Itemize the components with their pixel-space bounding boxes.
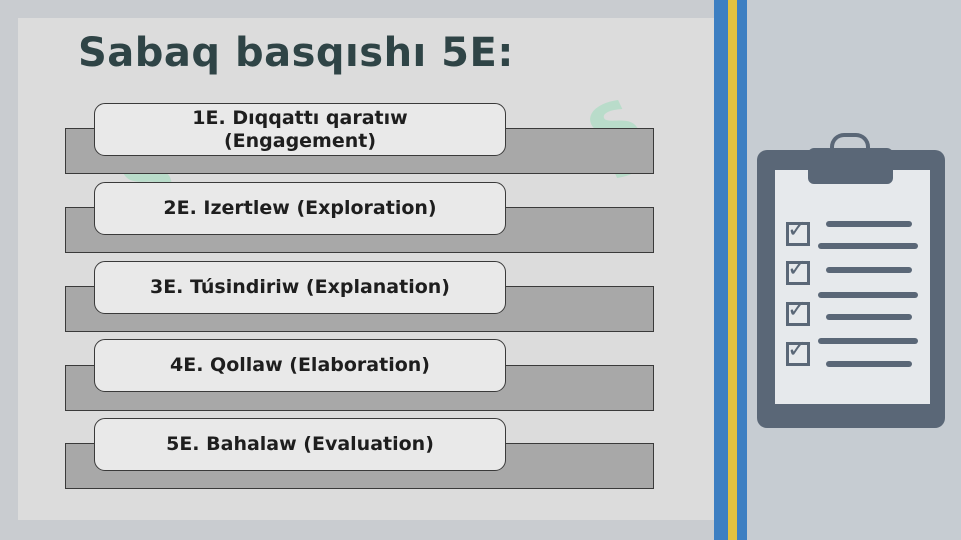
checkmark-icon: ✓	[787, 335, 808, 363]
divider-stripe	[728, 0, 737, 540]
divider-stripe	[714, 0, 728, 540]
checklist-line	[818, 243, 918, 249]
checkbox-icon: ✓	[786, 335, 810, 366]
step-label: 1E. Dıqqattı qaratıw (Engagement)	[192, 106, 408, 152]
checkmark-icon: ✓	[787, 254, 808, 282]
step-item: 4E. Qollaw (Elaboration)	[94, 339, 506, 392]
checkbox-icon: ✓	[786, 215, 810, 246]
step-item: 1E. Dıqqattı qaratıw (Engagement)	[94, 103, 506, 156]
step-item: 2E. Izertlew (Exploration)	[94, 182, 506, 235]
checklist-line	[826, 361, 912, 367]
step-label: 4E. Qollaw (Elaboration)	[170, 354, 430, 376]
checklist-line	[818, 338, 918, 344]
step-item: 3E. Túsindiriw (Explanation)	[94, 261, 506, 314]
checklist-line	[826, 314, 912, 320]
clipboard-paper	[775, 170, 930, 404]
step-item: 5E. Bahalaw (Evaluation)	[94, 418, 506, 471]
checklist-line	[826, 221, 912, 227]
clipboard-clip	[808, 148, 893, 184]
step-label: 2E. Izertlew (Exploration)	[163, 197, 437, 219]
page-title: Sabaq basqıshı 5E:	[78, 30, 514, 76]
divider-stripe	[737, 0, 747, 540]
clipboard-ring	[830, 133, 870, 157]
checkmark-icon: ✓	[787, 295, 808, 323]
checkmark-icon: ✓	[787, 215, 808, 243]
checklist-line	[826, 267, 912, 273]
checkbox-icon: ✓	[786, 295, 810, 326]
checkbox-icon: ✓	[786, 254, 810, 285]
step-label: 3E. Túsindiriw (Explanation)	[149, 276, 450, 298]
step-label: 5E. Bahalaw (Evaluation)	[166, 433, 434, 455]
checklist-line	[818, 292, 918, 298]
